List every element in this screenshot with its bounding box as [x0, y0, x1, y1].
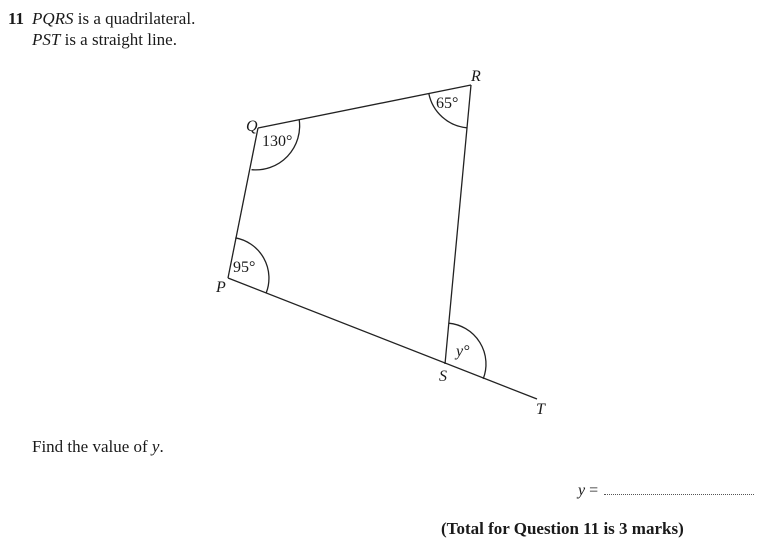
- angle-arc-R: [428, 93, 468, 129]
- find-prompt-variable: y: [151, 437, 160, 456]
- question-header: 11 PQRS is a quadrilateral. PST is a stra…: [8, 8, 195, 50]
- question-line-1-text: is a quadrilateral.: [73, 9, 196, 28]
- angle-arc-P: [235, 237, 270, 294]
- line-name: PST: [32, 30, 61, 49]
- question-number: 11: [8, 9, 25, 28]
- question-line-2-text: is a straight line.: [60, 30, 177, 49]
- angle-label-R: 65°: [436, 95, 458, 112]
- vertex-label-T: T: [536, 401, 546, 418]
- side-QR: [257, 84, 472, 129]
- find-prompt-suffix: .: [159, 437, 164, 456]
- answer-blank[interactable]: [604, 482, 755, 495]
- find-prompt-text: Find the value of: [32, 437, 152, 456]
- question-line-2: PST is a straight line.: [32, 29, 195, 50]
- vertex-label-S: S: [439, 368, 447, 385]
- side-PQ: [227, 127, 259, 279]
- quadrilateral-name: PQRS: [32, 9, 74, 28]
- vertex-label-Q: Q: [246, 118, 258, 135]
- answer-line: y =: [578, 482, 755, 500]
- angle-arc-Q: [251, 119, 301, 171]
- angle-label-S-exterior: y°: [454, 343, 470, 360]
- angle-arc-S-exterior: [448, 322, 487, 380]
- angle-label-Q: 130°: [262, 133, 292, 150]
- side-RS: [444, 84, 472, 365]
- vertex-label-R: R: [470, 68, 481, 85]
- vertex-label-P: P: [215, 279, 226, 296]
- line-PST: [227, 277, 538, 400]
- find-prompt: Find the value of y.: [32, 437, 164, 457]
- question-line-1: 11 PQRS is a quadrilateral.: [8, 8, 195, 29]
- answer-equals: =: [585, 482, 599, 499]
- total-marks: (Total for Question 11 is 3 marks): [441, 519, 684, 538]
- angle-label-P: 95°: [233, 259, 255, 276]
- answer-variable: y: [578, 482, 586, 499]
